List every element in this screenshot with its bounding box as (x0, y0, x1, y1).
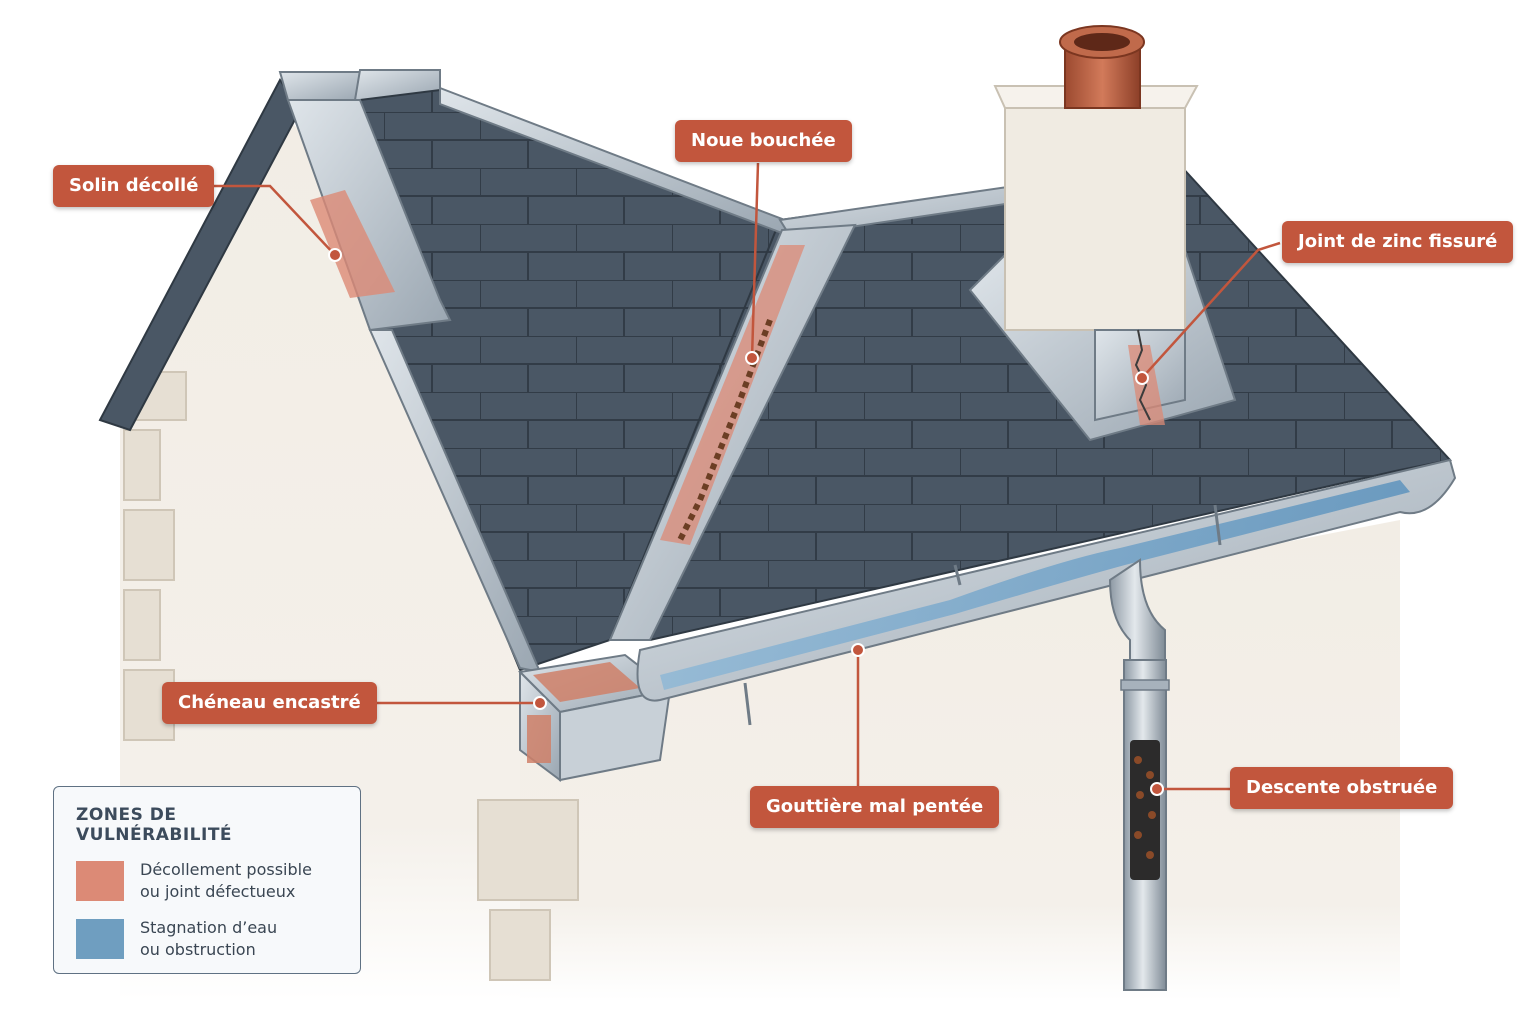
legend-line: ou joint défectueux (140, 882, 296, 901)
legend-text: Décollement possible ou joint défectueux (140, 859, 312, 903)
callout-noue-bouchee: Noue bouchée (675, 120, 852, 162)
legend-text: Stagnation d’eau ou obstruction (140, 917, 277, 961)
legend-line: ou obstruction (140, 940, 256, 959)
solin-flashing (286, 99, 452, 332)
callout-cheneau: Chéneau encastré (162, 682, 377, 724)
solin-highlight (310, 190, 395, 298)
valley-debris (677, 318, 773, 542)
callout-descente: Descente obstruée (1230, 767, 1454, 809)
gutter (636, 458, 1457, 726)
chimney (968, 25, 1237, 442)
legend-line: Stagnation d’eau (140, 918, 278, 937)
leader-lines (200, 162, 1281, 791)
legend: ZONES DE VULNÉRABILITÉ Décollement possi… (53, 786, 361, 974)
leader-dots (328, 248, 1164, 796)
downspout (1108, 558, 1170, 991)
legend-item-decollement: Décollement possible ou joint défectueux (76, 859, 338, 903)
legend-swatch-blue (76, 919, 124, 959)
downspout-debris (1134, 756, 1156, 859)
callout-gouttiere: Gouttière mal pentée (750, 786, 1000, 828)
front-wall (520, 520, 1400, 1000)
valley (608, 223, 857, 641)
legend-line: Décollement possible (140, 860, 312, 879)
gutter-water (660, 480, 1410, 690)
legend-item-stagnation: Stagnation d’eau ou obstruction (76, 917, 338, 961)
legend-swatch-red (76, 861, 124, 901)
legend-title: ZONES DE VULNÉRABILITÉ (76, 805, 233, 845)
callout-solin-decolle: Solin décollé (53, 165, 215, 207)
callout-joint-zinc: Joint de zinc fissuré (1282, 221, 1514, 263)
